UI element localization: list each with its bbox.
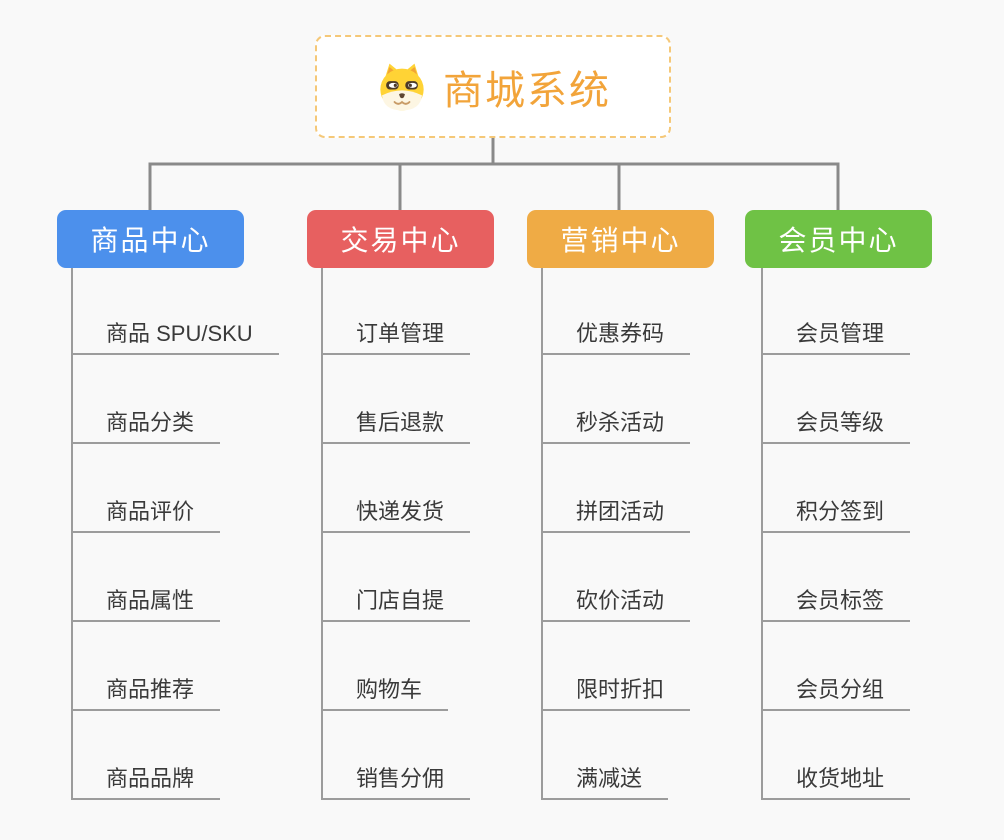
root-title: 商城系统 bbox=[443, 68, 611, 113]
leaf-node[interactable]: 积分签到 bbox=[762, 497, 911, 533]
branch-column-marketing: 优惠券码 秒杀活动 拼团活动 砍价活动 限时折扣 满减送 bbox=[542, 268, 782, 808]
leaf-node[interactable]: 会员标签 bbox=[762, 586, 911, 622]
leaf-node[interactable]: 商品 SPU/SKU bbox=[72, 319, 279, 355]
leaf-node[interactable]: 商品分类 bbox=[72, 408, 221, 444]
leaf-node[interactable]: 会员等级 bbox=[762, 408, 911, 444]
branch-node-member-center[interactable]: 会员中心 bbox=[745, 210, 932, 268]
leaf-node[interactable]: 会员管理 bbox=[762, 319, 911, 355]
branch-label: 会员中心 bbox=[778, 225, 899, 256]
leaf-node[interactable]: 砍价活动 bbox=[542, 586, 691, 622]
branch-node-product-center[interactable]: 商品中心 bbox=[57, 210, 244, 268]
leaf-node[interactable]: 秒杀活动 bbox=[542, 408, 691, 444]
leaf-node[interactable]: 满减送 bbox=[542, 764, 669, 800]
leaf-node[interactable]: 收货地址 bbox=[762, 764, 911, 800]
branch-label: 交易中心 bbox=[340, 225, 461, 256]
leaf-node[interactable]: 商品评价 bbox=[72, 497, 221, 533]
branch-label: 商品中心 bbox=[90, 225, 211, 256]
leaf-node[interactable]: 门店自提 bbox=[322, 586, 471, 622]
branch-node-marketing-center[interactable]: 营销中心 bbox=[527, 210, 714, 268]
leaf-node[interactable]: 快递发货 bbox=[322, 497, 471, 533]
leaf-node[interactable]: 拼团活动 bbox=[542, 497, 691, 533]
leaf-node[interactable]: 商品品牌 bbox=[72, 764, 221, 800]
leaf-node[interactable]: 订单管理 bbox=[322, 319, 471, 355]
branch-column-trade: 订单管理 售后退款 快递发货 门店自提 购物车 销售分佣 bbox=[322, 268, 562, 808]
leaf-node[interactable]: 限时折扣 bbox=[542, 675, 691, 711]
leaf-node[interactable]: 商品属性 bbox=[72, 586, 221, 622]
branch-column-member: 会员管理 会员等级 积分签到 会员标签 会员分组 收货地址 bbox=[762, 268, 1002, 808]
root-node[interactable]: 商城系统 bbox=[315, 35, 671, 138]
branch-column-product: 商品 SPU/SKU 商品分类 商品评价 商品属性 商品推荐 商品品牌 bbox=[72, 268, 312, 808]
leaf-node[interactable]: 售后退款 bbox=[322, 408, 471, 444]
leaf-node[interactable]: 销售分佣 bbox=[322, 764, 471, 800]
leaf-node[interactable]: 优惠券码 bbox=[542, 319, 691, 355]
branch-node-trade-center[interactable]: 交易中心 bbox=[307, 210, 494, 268]
dog-face-icon bbox=[375, 62, 429, 112]
leaf-node[interactable]: 商品推荐 bbox=[72, 675, 221, 711]
branch-label: 营销中心 bbox=[560, 225, 681, 256]
leaf-node[interactable]: 购物车 bbox=[322, 675, 449, 711]
leaf-node[interactable]: 会员分组 bbox=[762, 675, 911, 711]
